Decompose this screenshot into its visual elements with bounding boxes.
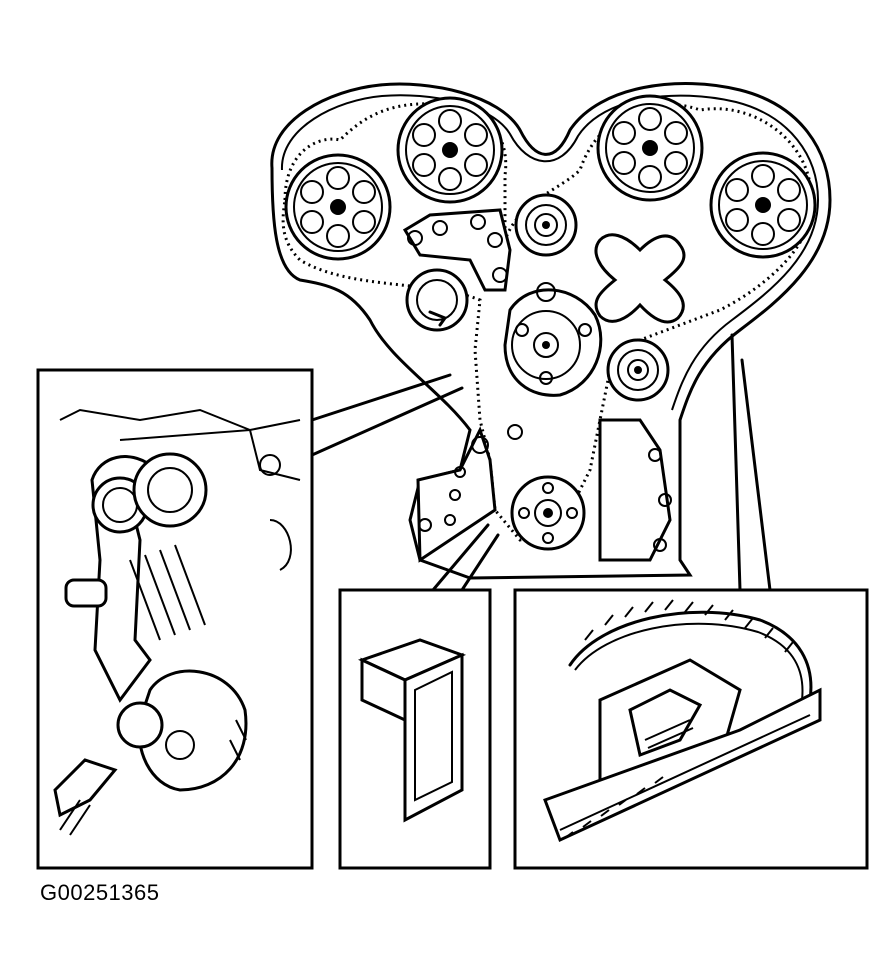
cross-shaped-cover-cutout (594, 233, 686, 324)
belt-teeth (584, 599, 794, 653)
upper-idler-pulley (514, 193, 578, 257)
water-pump-pulley (503, 282, 603, 397)
callout-number-inset (338, 588, 492, 870)
figure-id-label: G00251365 (40, 880, 160, 905)
camshaft-pulley-left-outer (284, 153, 392, 261)
crankshaft-pulley (510, 475, 586, 551)
lower-idler-pulley (606, 338, 670, 402)
tensioner-pulley (405, 268, 469, 332)
lower-engine-block (416, 418, 672, 563)
camshaft-pulley-left-inner (396, 96, 504, 204)
timing-belt (281, 102, 813, 542)
belt-tensioner-detail-inset (513, 588, 869, 870)
camshaft-pulley-right-inner (596, 94, 704, 202)
leader-lines (310, 333, 772, 592)
tensioner-bracket (402, 208, 512, 292)
camshaft-pulley-right-outer (709, 151, 817, 259)
tensioner-closeup-inset (36, 368, 314, 870)
